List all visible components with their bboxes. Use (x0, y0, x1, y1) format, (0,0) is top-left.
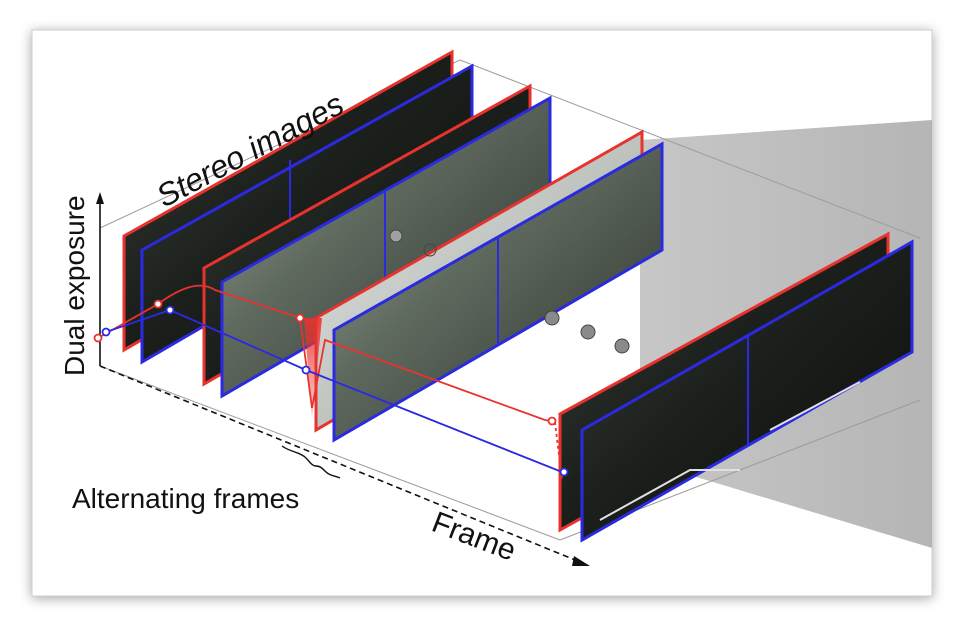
y-axis-arrowhead (96, 192, 104, 204)
x-axis (99, 365, 581, 563)
exposure-spike-fill (304, 318, 322, 420)
dot (580, 324, 596, 340)
blue-exposure-curve (105, 309, 563, 473)
x-axis-arrowhead (572, 556, 590, 566)
frame-pair-front (558, 231, 914, 543)
ellipsis-dots (389, 229, 630, 354)
dot (389, 229, 403, 243)
red-exposure-curve (97, 284, 557, 423)
dot (423, 243, 437, 257)
alternating-frames-brace (281, 445, 341, 479)
alternating-frames-label: Alternating frames (72, 483, 299, 514)
dot (614, 338, 630, 354)
dot (544, 310, 560, 326)
dual-exposure-label: Dual exposure (59, 195, 90, 376)
curve-markers (93, 299, 569, 477)
frame-pair-3 (304, 129, 664, 443)
